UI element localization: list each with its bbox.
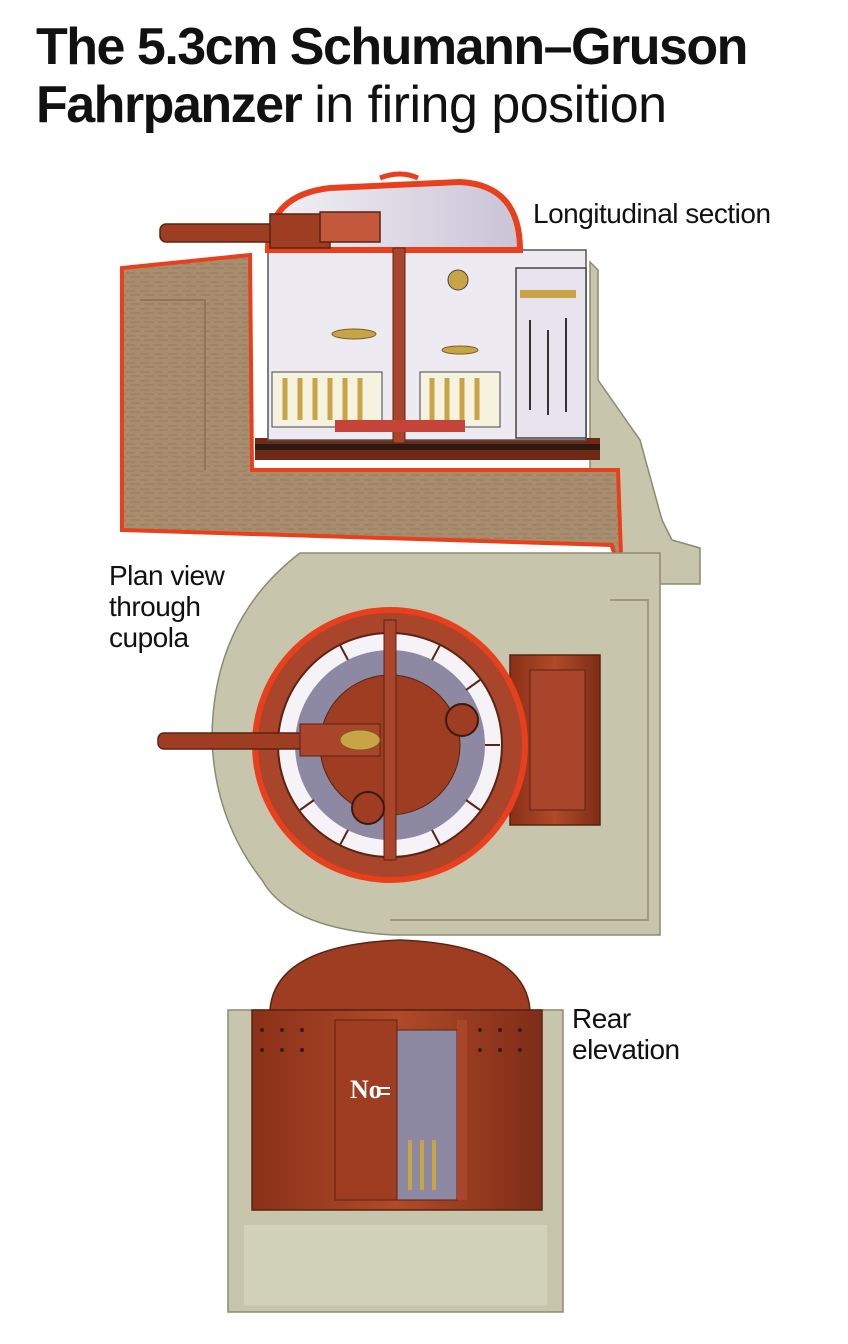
page-title: The 5.3cm Schumann–Gruson Fahrpanzer in … <box>36 18 836 134</box>
longitudinal-section <box>120 171 701 585</box>
title-bold: The 5.3cm Schumann–Gruson Fahrpanzer <box>36 18 748 134</box>
label-plan-view: Plan view through cupola <box>109 560 225 653</box>
label-rear-elevation: Rear elevation <box>572 1003 680 1065</box>
section-earth-pit <box>120 252 624 585</box>
section-gun-barrel <box>159 223 281 243</box>
title-subtitle: in firing position <box>314 76 667 134</box>
section-central-column <box>392 247 406 444</box>
plan-view <box>157 552 661 936</box>
rear-plate-number: No <box>350 1075 382 1104</box>
rear-elevation: No <box>227 939 564 1313</box>
plan-gun-barrel <box>157 732 309 750</box>
rear-door <box>334 1019 398 1201</box>
label-longitudinal-section: Longitudinal section <box>533 198 771 229</box>
rear-dome <box>269 939 531 1011</box>
